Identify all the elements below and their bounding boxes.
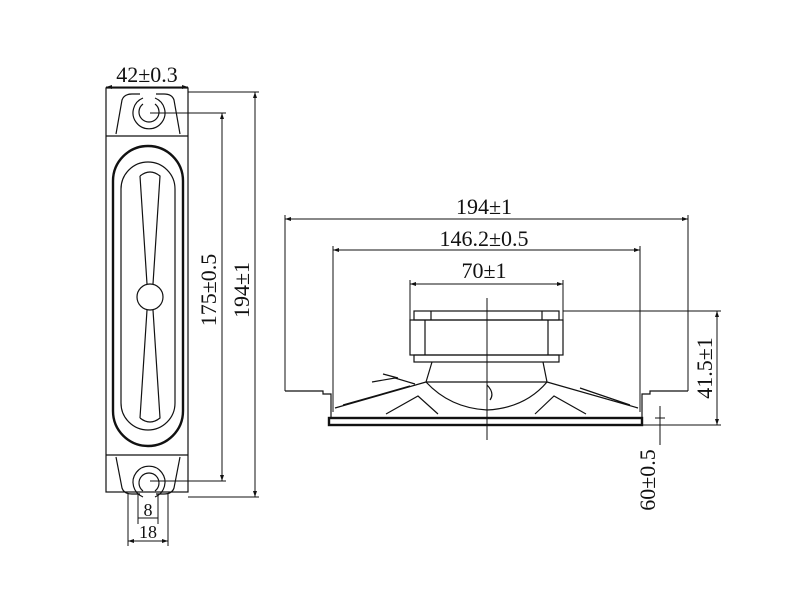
width-dim-label: 42±0.3 <box>116 62 178 87</box>
mounting-flange <box>285 390 688 418</box>
cone-surround <box>111 144 185 448</box>
height-dim-label: 41.5±1 <box>692 337 717 399</box>
hole-pitch-dim-label: 175±0.5 <box>196 254 221 327</box>
bottom-tab <box>115 456 181 495</box>
basket-windows <box>385 395 587 415</box>
front-view: 42±0.3 175±0.5 194±1 8 18 <box>105 62 259 546</box>
lead-wire <box>382 373 493 401</box>
flange-dim-label: 60±0.5 <box>635 449 660 511</box>
top-mount-hole <box>132 97 166 130</box>
length-dim-label: 194±1 <box>229 262 254 318</box>
overall-width-dim-label: 194±1 <box>456 194 512 219</box>
cone-width-dim-label: 146.2±0.5 <box>439 226 528 251</box>
frame-base <box>327 416 644 427</box>
cone-rib-bottom <box>139 309 161 423</box>
side-view: 194±1 146.2±0.5 70±1 41.5±1 60±0.5 <box>284 194 721 511</box>
magnet-dia-dim-label: 70±1 <box>461 258 506 283</box>
bottom-mount-hole <box>132 465 166 498</box>
top-tab <box>115 93 181 135</box>
dust-cap <box>136 283 164 311</box>
cone-rib-top <box>139 171 161 285</box>
slot-width-dim-label: 8 <box>144 500 153 520</box>
basket <box>334 377 639 409</box>
tab-width-dim-label: 18 <box>139 522 157 542</box>
